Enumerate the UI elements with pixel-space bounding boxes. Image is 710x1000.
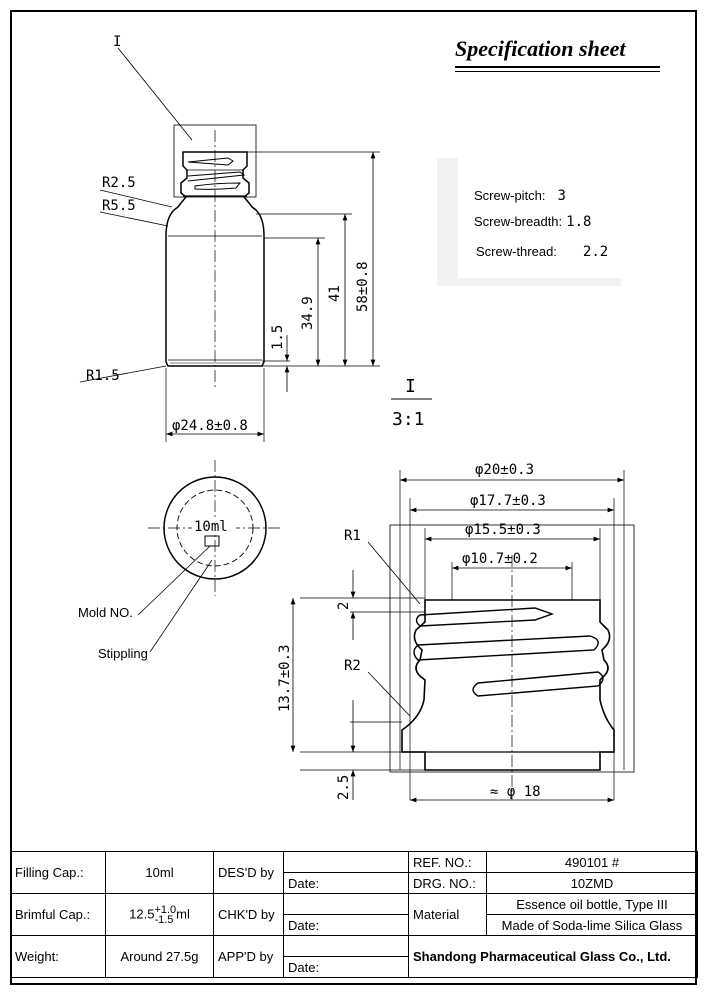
approved-by-label: APP'D by bbox=[213, 935, 284, 978]
spec-breadth-value: 1.8 bbox=[566, 214, 592, 230]
designed-date: Date: bbox=[283, 872, 409, 894]
radius-r15: R1.5 bbox=[86, 368, 120, 384]
sheet-title: Specification sheet bbox=[455, 36, 626, 61]
spec-breadth-label: Screw-breadth: bbox=[474, 214, 563, 229]
neck-d20: φ20±0.3 bbox=[475, 462, 534, 478]
mold-label: Mold NO. bbox=[78, 605, 133, 620]
detail-scale: 3:1 bbox=[392, 409, 425, 430]
material-label: Material bbox=[408, 893, 487, 936]
bottom-capacity-mark: 10ml bbox=[194, 519, 228, 535]
ref-no-value: 490101 # bbox=[486, 851, 698, 873]
neck-h137: 13.7±0.3 bbox=[277, 645, 293, 712]
brimful-plus: +1.0 bbox=[154, 903, 177, 916]
brimful-cap-label: Brimful Cap.: bbox=[10, 893, 106, 936]
bottle-side-view bbox=[79, 47, 380, 442]
spec-thread: Screw-thread: 2.2 bbox=[476, 244, 608, 260]
designed-by-value bbox=[283, 851, 409, 873]
title-block: Filling Cap.: 10ml DES'D by REF. NO.: 49… bbox=[10, 851, 698, 978]
ref-no-label: REF. NO.: bbox=[408, 851, 487, 873]
neck-d155: φ15.5±0.3 bbox=[465, 522, 541, 538]
spec-thread-label: Screw-thread: bbox=[476, 244, 557, 259]
title-underline-thin bbox=[455, 71, 660, 72]
checked-date: Date: bbox=[283, 914, 409, 936]
approved-date: Date: bbox=[283, 956, 409, 978]
radius-r25: R2.5 bbox=[102, 175, 136, 191]
detail-scale-ref: I bbox=[405, 376, 416, 397]
filling-cap-value: 10ml bbox=[105, 851, 214, 894]
material-value-1: Essence oil bottle, Type III bbox=[486, 893, 698, 915]
spec-pitch: Screw-pitch: 3 bbox=[474, 188, 566, 204]
designed-by-label: DES'D by bbox=[213, 851, 284, 894]
company-name: Shandong Pharmaceutical Glass Co., Ltd. bbox=[408, 935, 698, 978]
neck-h25: 2.5 bbox=[336, 775, 352, 800]
drg-no-label: DRG. NO.: bbox=[408, 872, 487, 894]
radius-r55: R5.5 bbox=[102, 198, 136, 214]
neck-r1: R1 bbox=[344, 528, 361, 544]
height-41: 41 bbox=[327, 285, 343, 302]
drg-no-value: 10ZMD bbox=[486, 872, 698, 894]
brimful-unit: ml bbox=[176, 905, 190, 921]
spec-breadth: Screw-breadth:1.8 bbox=[474, 214, 591, 230]
title-underline bbox=[455, 66, 660, 68]
neck-d107: φ10.7±0.2 bbox=[462, 551, 538, 567]
neck-r2: R2 bbox=[344, 658, 361, 674]
technical-drawing: I R2.5 R5.5 R1.5 φ24.8±0.8 58±0.8 41 34.… bbox=[78, 34, 635, 803]
drawing-frame bbox=[10, 10, 697, 985]
checked-by-label: CHK'D by bbox=[213, 893, 284, 936]
bottle-bottom-view bbox=[137, 460, 282, 653]
height-1-5: 1.5 bbox=[270, 325, 286, 350]
checked-by-value bbox=[283, 893, 409, 915]
brimful-tolerance: +1.0-1.5 bbox=[154, 903, 177, 926]
neck-detail-view bbox=[290, 470, 635, 803]
detail-ref-label: I bbox=[113, 34, 121, 50]
spec-thread-value: 2.2 bbox=[582, 244, 609, 260]
spec-pitch-value: 3 bbox=[557, 188, 566, 204]
height-58: 58±0.8 bbox=[355, 261, 371, 312]
material-value-2: Made of Soda-lime Silica Glass bbox=[486, 914, 698, 936]
brimful-nominal: 12.5 bbox=[129, 905, 155, 921]
neck-h2: 2 bbox=[336, 602, 352, 610]
weight-label: Weight: bbox=[10, 935, 106, 978]
neck-d177: φ17.7±0.3 bbox=[470, 493, 546, 509]
height-34-9: 34.9 bbox=[300, 296, 316, 330]
detail-leader bbox=[117, 47, 193, 141]
spec-pitch-label: Screw-pitch: bbox=[474, 188, 546, 203]
filling-cap-label: Filling Cap.: bbox=[10, 851, 106, 894]
body-diameter: φ24.8±0.8 bbox=[172, 418, 248, 434]
brimful-minus: -1.5 bbox=[154, 913, 174, 926]
stippling-label: Stippling bbox=[98, 646, 148, 661]
approved-by-value bbox=[283, 935, 409, 957]
spec-box bbox=[458, 158, 621, 278]
weight-value: Around 27.5g bbox=[105, 935, 214, 978]
neck-d18: ≈ φ 18 bbox=[490, 784, 541, 800]
